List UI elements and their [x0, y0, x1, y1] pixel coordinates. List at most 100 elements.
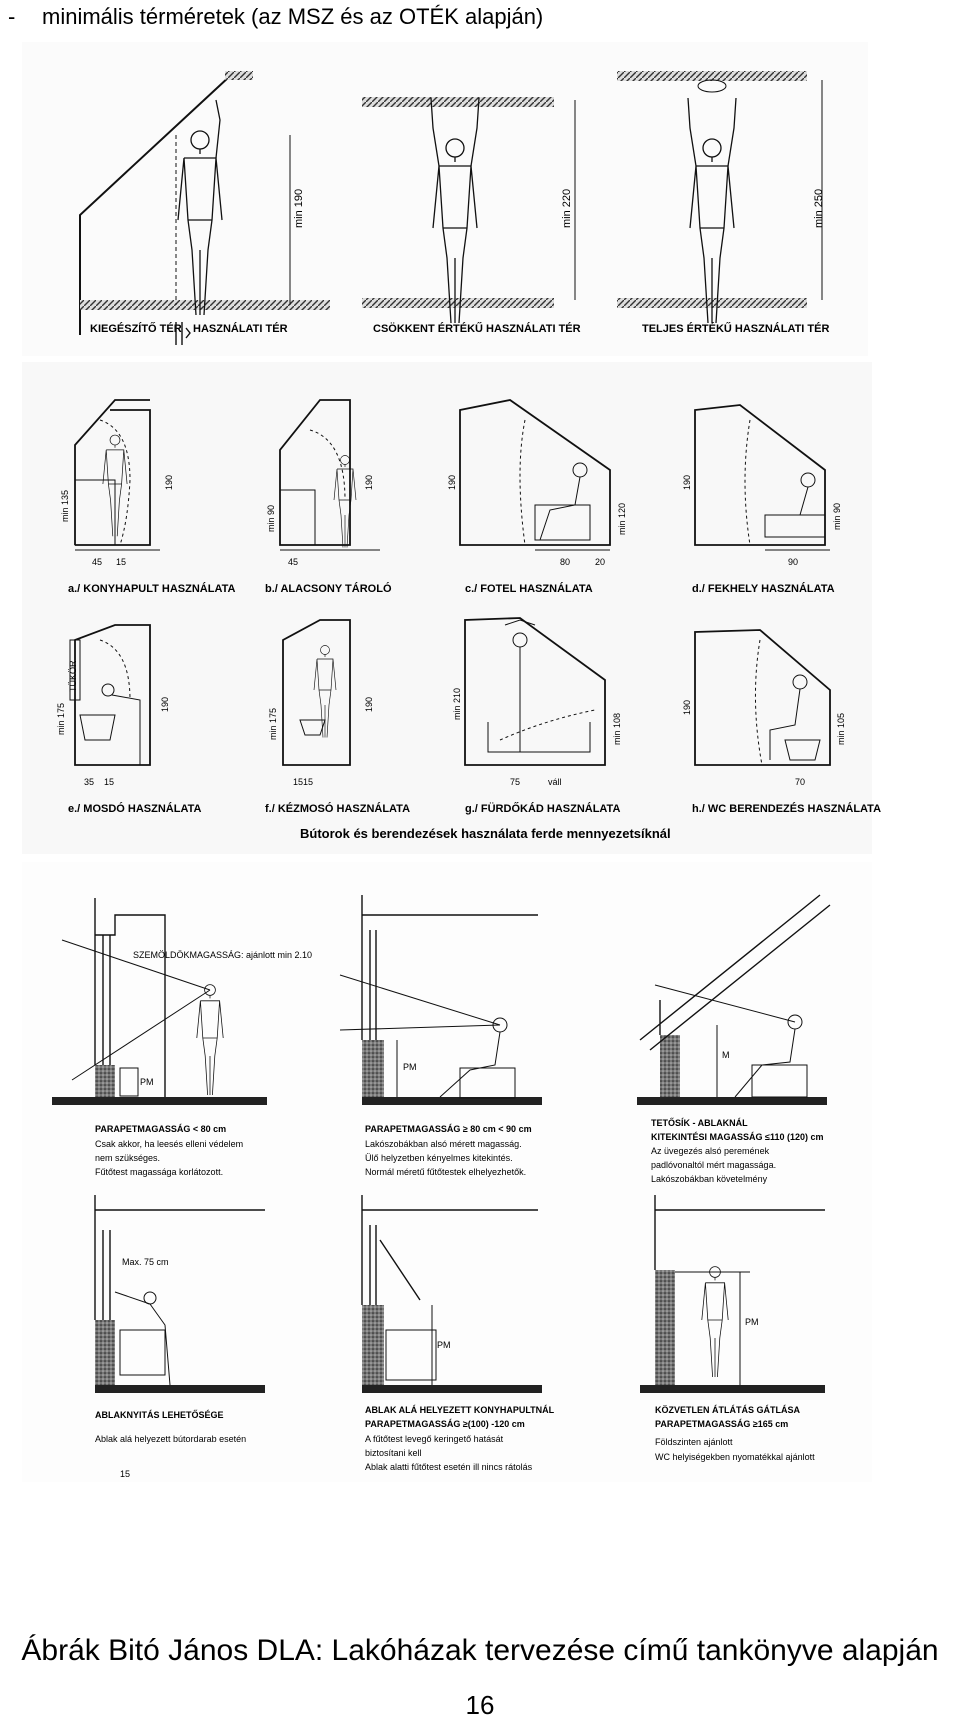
section-title: minimális térméretek (az MSZ és az OTÉK …: [42, 4, 544, 29]
caption-g: g./ FÜRDŐKÁD HASZNÁLATA: [465, 802, 620, 815]
section-a: SZEMÖLDÖKMAGASSÁG: ajánlott min 2.10 PM: [52, 898, 312, 1105]
block-f-line: Földszinten ajánlott: [655, 1437, 733, 1447]
block-a-line: Fűtőtest magassága korlátozott.: [95, 1167, 223, 1177]
block-f-head: KÖZVETLEN ÁTLÁTÁS GÁTLÁSA: [655, 1405, 800, 1415]
sketch-e: [69, 624, 151, 766]
block-e-line: biztosítani kell: [365, 1448, 422, 1458]
panel2-title: Bútorok és berendezések használata ferde…: [300, 826, 671, 841]
sketch-c: [459, 399, 611, 551]
dim-h-min105: min 105: [836, 713, 846, 745]
section-f: PM: [640, 1195, 825, 1393]
dim-f-1515: 1515: [293, 777, 313, 787]
block-e-line: PARAPETMAGASSÁG ≥(100) -120 cm: [365, 1419, 525, 1429]
dim-min-250: min 250: [813, 189, 825, 228]
sketch-a: [74, 399, 160, 551]
dim-a-min135: min 135: [60, 490, 70, 522]
caption-f: f./ KÉZMOSÓ HASZNÁLATA: [265, 802, 410, 815]
block-c-line: padlóvonaltól mért magassága.: [651, 1160, 776, 1170]
block-a-line: nem szükséges.: [95, 1153, 160, 1163]
label-tukor: TÜKÖR: [68, 660, 78, 692]
panel-furniture-use: min 135 190 45 15 min 90 190 45 190 min …: [22, 362, 881, 854]
section-b: PM: [339, 895, 542, 1105]
block-d-head: ABLAKNYITÁS LEHETŐSÉGE: [95, 1409, 224, 1420]
bullet-marker: -: [8, 4, 16, 29]
block-d-line: Ablak alá helyezett bútordarab esetén: [95, 1434, 246, 1444]
block-c-line: KITEKINTÉSI MAGASSÁG ≤110 (120) cm: [651, 1132, 824, 1142]
sketch-f: [282, 619, 351, 766]
panel-height-zones: min 190 min 220 min 250 KIEGÉSZÍTŐ TÉR H…: [22, 42, 868, 356]
dim-a-190: 190: [164, 475, 174, 490]
block-c-line: Az üvegezés alsó peremének: [651, 1146, 770, 1156]
section-c: M: [637, 894, 831, 1105]
section-e: PM: [361, 1195, 542, 1393]
m-c: M: [722, 1050, 730, 1060]
pm-b: PM: [403, 1062, 417, 1072]
caption-b: b./ ALACSONY TÁROLÓ: [265, 582, 392, 595]
sketch-g: [464, 617, 606, 766]
dim-f-190: 190: [364, 697, 374, 712]
page-number: 16: [465, 1690, 495, 1720]
label-kiegeszito-ter: KIEGÉSZÍTŐ TÉR: [90, 322, 182, 335]
caption-c: c./ FOTEL HASZNÁLATA: [465, 582, 593, 595]
dim-e-min175: min 175: [56, 703, 66, 735]
dim-h-190: 190: [682, 700, 692, 715]
dim-h-70: 70: [795, 777, 805, 787]
sketch-h: [694, 629, 831, 766]
block-b-line: Ülő helyzetben kényelmes kitekintés.: [365, 1153, 513, 1163]
dim-e-190: 190: [160, 697, 170, 712]
dim-c-20: 20: [595, 557, 605, 567]
dim-c-190: 190: [447, 475, 457, 490]
label-hasznalati-ter: HASZNÁLATI TÉR: [193, 322, 288, 335]
dim-f-min175: min 175: [268, 708, 278, 740]
panel-window-heights: SZEMÖLDÖKMAGASSÁG: ajánlott min 2.10 PM …: [22, 862, 872, 1482]
dim-d-min90: min 90: [832, 503, 842, 530]
pm-a: PM: [140, 1077, 154, 1087]
block-c-head: TETŐSÍK - ABLAKNÁL: [651, 1117, 748, 1128]
sketch-d: [694, 404, 830, 551]
pm-f: PM: [745, 1317, 759, 1327]
dim-b-190: 190: [364, 475, 374, 490]
block-e-head: ABLAK ALÁ HELYEZETT KONYHAPULTNÁL: [365, 1405, 555, 1415]
block-b-line: Lakószobákban alsó mérett magasság.: [365, 1139, 522, 1149]
dim-g-vall: váll: [548, 777, 562, 787]
caption-a: a./ KONYHAPULT HASZNÁLATA: [68, 582, 235, 595]
block-b-line: Normál méretű fűtőtestek elhelyezhetők.: [365, 1167, 526, 1177]
block-a-head: PARAPETMAGASSÁG < 80 cm: [95, 1124, 226, 1134]
caption-e: e./ MOSDÓ HASZNÁLATA: [68, 802, 201, 815]
dim-d-90: 90: [788, 557, 798, 567]
caption-h: h./ WC BERENDEZÉS HASZNÁLATA: [692, 802, 881, 815]
pm-e: PM: [437, 1340, 451, 1350]
dim-g-min108: min 108: [612, 713, 622, 745]
figure-drawings: min 190 min 220 min 250 KIEGÉSZÍTŐ TÉR H…: [22, 42, 882, 1482]
sketch-b: [279, 399, 380, 551]
block-a-line: Csak akkor, ha leesés elleni védelem: [95, 1139, 243, 1149]
section-d: Max. 75 cm: [94, 1195, 265, 1393]
label-csokkent-erteku: CSÖKKENT ÉRTÉKŰ HASZNÁLATI TÉR: [373, 322, 581, 335]
dim-b-min90: min 90: [266, 505, 276, 532]
dim-d-190: 190: [682, 475, 692, 490]
block-f-line: WC helyiségekben nyomatékkal ajánlott: [655, 1452, 815, 1462]
caption-d: d./ FEKHELY HASZNÁLATA: [692, 582, 835, 595]
dim-a-45: 45: [92, 557, 102, 567]
dim-c-80: 80: [560, 557, 570, 567]
figure-caption: Ábrák Bitó János DLA: Lakóházak tervezés…: [21, 1634, 939, 1667]
block-e-line: Ablak alatti fűtőtest esetén ill nincs r…: [365, 1462, 533, 1472]
dim-b-45: 45: [288, 557, 298, 567]
dim-a-15: 15: [116, 557, 126, 567]
dim-c-min120: min 120: [617, 503, 627, 535]
max75-label: Max. 75 cm: [122, 1257, 169, 1267]
dim-g-75: 75: [510, 777, 520, 787]
dim-min-220: min 220: [561, 189, 573, 228]
dim-e-15: 15: [104, 777, 114, 787]
dim-e-35: 35: [84, 777, 94, 787]
dim-g-min210: min 210: [452, 688, 462, 720]
block-f-line: PARAPETMAGASSÁG ≥165 cm: [655, 1419, 788, 1429]
label-teljes-erteku: TELJES ÉRTÉKŰ HASZNÁLATI TÉR: [642, 322, 829, 335]
roof-slab: [225, 71, 253, 80]
top-label: SZEMÖLDÖKMAGASSÁG: ajánlott min 2.10: [133, 950, 312, 960]
dim-min-190: min 190: [293, 189, 305, 228]
block-b-head: PARAPETMAGASSÁG ≥ 80 cm < 90 cm: [365, 1124, 532, 1134]
footnote-15: 15: [120, 1469, 130, 1479]
block-c-line: Lakószobákban követelmény: [651, 1174, 768, 1184]
block-e-line: A fűtőtest levegő keringető hatását: [365, 1434, 504, 1444]
